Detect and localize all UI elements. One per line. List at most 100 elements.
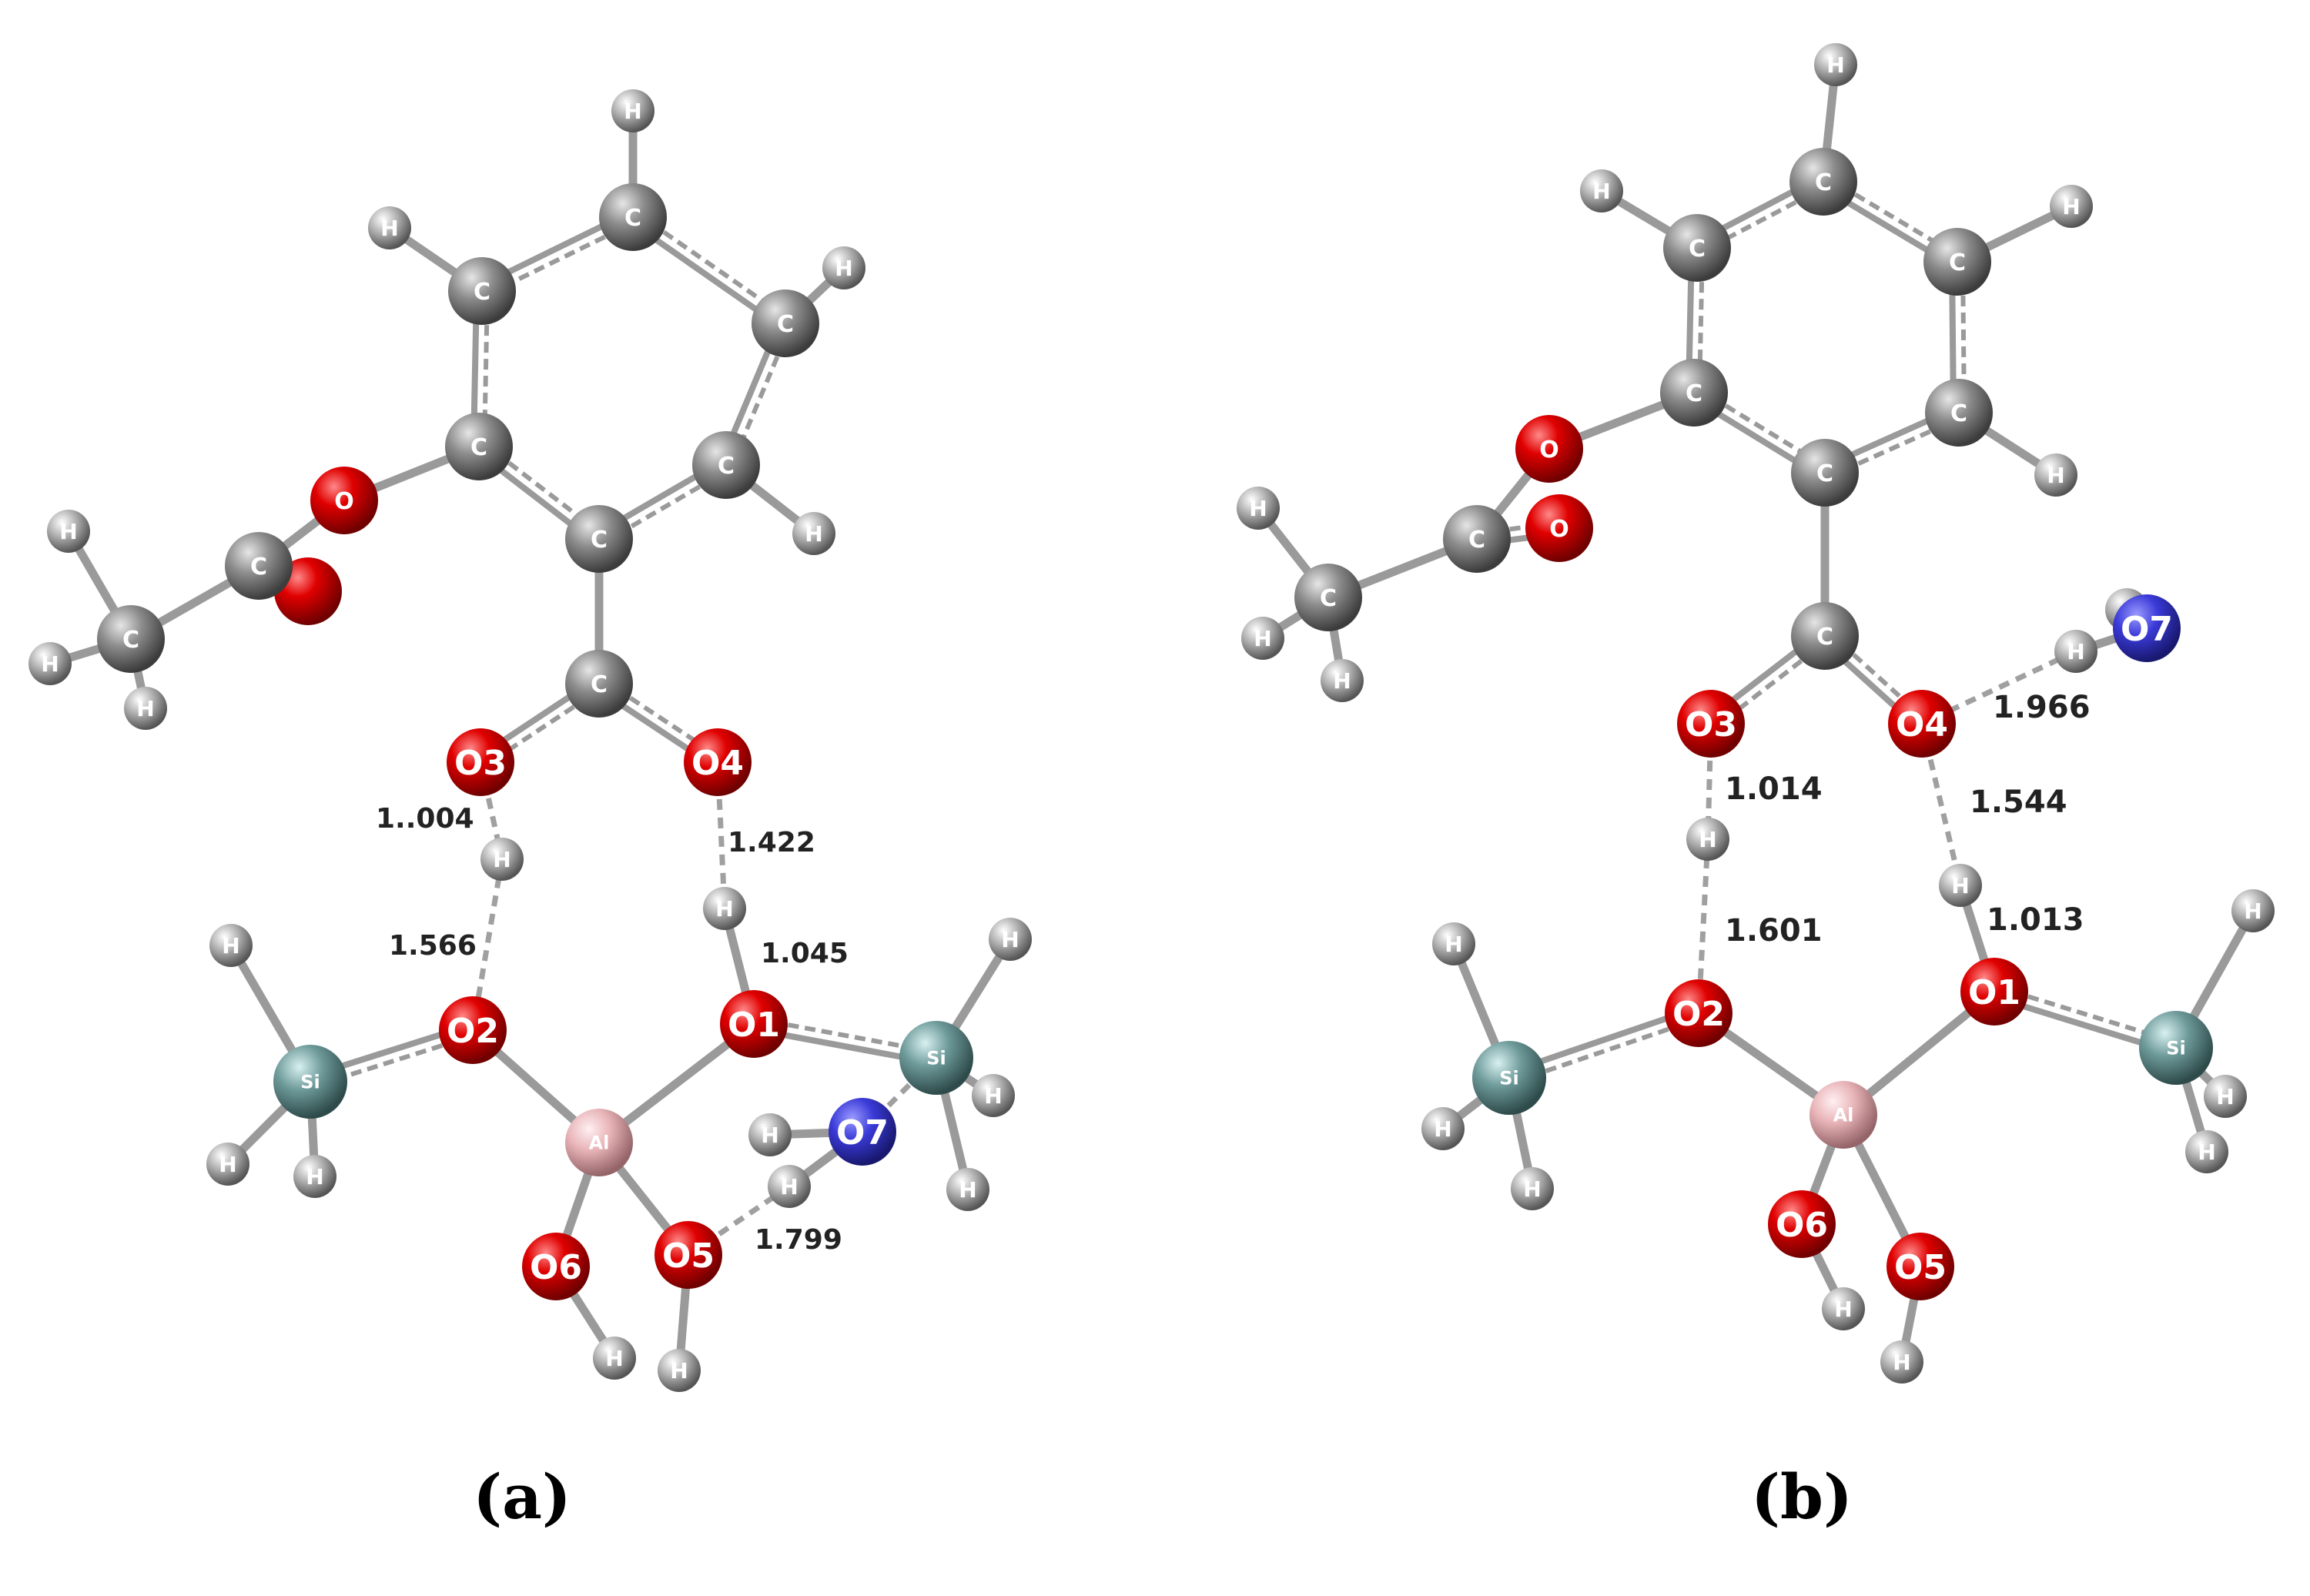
- atom-label: C: [1816, 460, 1833, 487]
- hydrogen-bond-dashed: [1920, 648, 2077, 727]
- atom-label: C: [474, 279, 490, 306]
- atom-label: Si: [300, 1072, 320, 1093]
- hydrogen-bond-dashed: [470, 858, 505, 1031]
- atom-label: H: [1249, 496, 1267, 521]
- panel-label-a: (a): [473, 1460, 571, 1533]
- atom-o: O: [1515, 415, 1583, 483]
- atom-label: H: [493, 847, 511, 872]
- atom-label: H: [1523, 1176, 1541, 1202]
- atom-h: H: [2034, 453, 2077, 497]
- atom-o: O3: [447, 728, 514, 796]
- atom-o: O: [1525, 494, 1593, 562]
- atom-label: C: [1816, 624, 1833, 651]
- atom-label: H: [136, 696, 154, 721]
- atom-c: C: [225, 532, 293, 600]
- atom-label: C: [122, 627, 139, 654]
- atom-h: H: [124, 687, 167, 730]
- atom-h: H: [368, 206, 411, 249]
- atom-o: O1: [720, 990, 788, 1058]
- atom-h: H: [989, 918, 1032, 961]
- atom-label: O: [1539, 437, 1559, 463]
- atom-label: C: [1468, 527, 1485, 554]
- atom-o: O: [310, 467, 378, 534]
- atom-label: H: [1699, 827, 1716, 852]
- atom-si: Si: [1472, 1041, 1546, 1115]
- atom-label: H: [41, 651, 59, 677]
- atom-label: O1: [728, 1005, 780, 1045]
- atom-h: H: [2231, 889, 2275, 932]
- atom-h: H: [822, 246, 865, 289]
- atom-label: O1: [1968, 973, 2020, 1012]
- atom-o: O4: [1888, 690, 1956, 758]
- atom-label: Si: [2166, 1038, 2186, 1059]
- atom-o: O5: [1886, 1233, 1954, 1300]
- atom-h: H: [611, 89, 654, 132]
- atom-c: C: [1923, 228, 1991, 296]
- atom-h: H: [1686, 818, 1729, 861]
- atom-h: H: [658, 1349, 701, 1392]
- distance-label: 1.013: [1987, 902, 2084, 938]
- atom-c: C: [1791, 439, 1859, 507]
- atom-c: C: [445, 413, 513, 480]
- atom-label: Si: [1499, 1068, 1519, 1089]
- atom-h: H: [293, 1155, 336, 1198]
- atom-label: O7: [2121, 610, 2173, 649]
- atom-label: C: [250, 554, 267, 581]
- atom-c: C: [599, 183, 667, 251]
- atom-h: H: [703, 887, 746, 930]
- atom-label: O6: [530, 1248, 582, 1287]
- atom-h: H: [206, 1143, 249, 1186]
- atom-label: Al: [1833, 1105, 1854, 1126]
- atom-label: C: [718, 453, 735, 480]
- atom-h: H: [1880, 1340, 1923, 1384]
- atom-c: C: [1925, 379, 1993, 447]
- atom-label: C: [591, 671, 608, 698]
- atom-ow: O7: [2113, 594, 2181, 662]
- atom-o: O1: [1960, 958, 2028, 1026]
- atom-label: H: [1951, 873, 1969, 898]
- atom-c: C: [565, 650, 633, 718]
- panel-label-b: (b): [1751, 1460, 1853, 1533]
- panel-a-bonds: [45, 106, 1015, 1375]
- atom-label: C: [1949, 249, 1966, 276]
- atom-h: H: [972, 1074, 1015, 1117]
- atom-h: H: [748, 1113, 792, 1156]
- atom-label: O4: [691, 744, 744, 783]
- atom-si: Si: [273, 1045, 347, 1119]
- atom-label: C: [470, 434, 487, 461]
- atom-h: H: [593, 1337, 636, 1380]
- distance-label: 1.422: [728, 827, 815, 858]
- atom-c: C: [1789, 148, 1857, 216]
- atom-label: H: [984, 1083, 1002, 1109]
- atom-c: C: [752, 289, 819, 357]
- atom-h: H: [1814, 43, 1857, 86]
- atom-o: O3: [1677, 690, 1745, 758]
- atom-c: C: [1443, 505, 1511, 573]
- atom-label: H: [761, 1123, 778, 1148]
- atom-h: H: [1421, 1107, 1465, 1150]
- atom-c: C: [1791, 602, 1859, 670]
- atom-h: H: [2050, 185, 2093, 228]
- atom-h: H: [1822, 1287, 1865, 1330]
- atom-al: Al: [1810, 1081, 1877, 1149]
- atom-label: C: [1950, 400, 1967, 427]
- atom-label: C: [624, 205, 641, 232]
- atom-label: H: [624, 99, 641, 124]
- atom-label: H: [835, 256, 852, 281]
- atom-label: O3: [1685, 705, 1737, 744]
- atom-o: O6: [1768, 1190, 1836, 1258]
- atom-label: H: [1254, 626, 1271, 651]
- atom-ow: O7: [829, 1098, 896, 1166]
- atom-h: H: [480, 838, 524, 881]
- atom-al: Al: [565, 1109, 633, 1176]
- atom-label: H: [1592, 179, 1610, 204]
- atom-label: C: [591, 527, 608, 554]
- atom-label: H: [380, 216, 398, 241]
- atom-o: O2: [1665, 979, 1732, 1047]
- atom-h: H: [209, 924, 253, 967]
- atom-label: C: [1689, 236, 1706, 263]
- distance-label: 1.966: [1993, 690, 2091, 725]
- distance-label: 1..004: [376, 803, 474, 835]
